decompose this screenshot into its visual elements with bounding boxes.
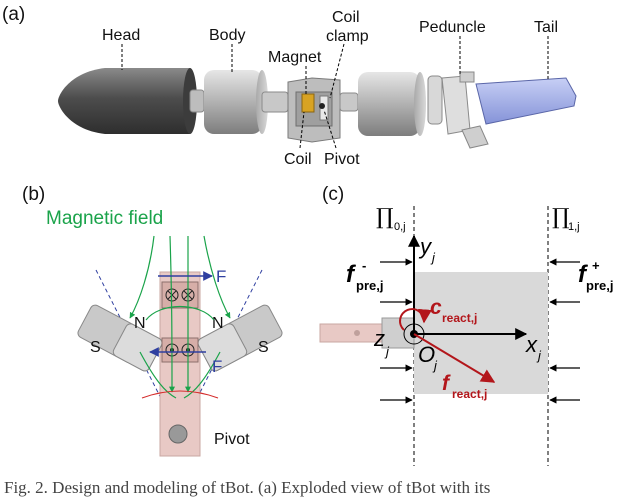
panel-c-label: (c): [322, 184, 344, 205]
body-rim-2: [414, 72, 426, 136]
swing-arc: [141, 390, 219, 399]
peduncle-foot: [461, 125, 489, 149]
plane-left-sub: 0,j: [394, 221, 406, 233]
tail-fin: [475, 77, 577, 125]
label-coil-clamp-line1: Coil: [332, 9, 360, 26]
label-head: Head: [102, 27, 140, 44]
connector-head: [189, 89, 205, 113]
plane-right-symbol: ∏: [552, 205, 570, 230]
connector-body: [261, 91, 289, 113]
head-shell: [58, 68, 190, 134]
origin-sub: j: [432, 358, 438, 373]
pivot-point: [319, 103, 325, 109]
preload-arrows-right: [549, 258, 580, 404]
f-pre-left-sub: pre,j: [356, 278, 383, 293]
f-react-sub: react,j: [452, 387, 487, 401]
body-segment: [204, 70, 262, 134]
f-pre-left: f: [346, 261, 356, 288]
f-react-label: f: [442, 372, 451, 395]
pivot-label-b: Pivot: [214, 431, 250, 448]
left-pole-s: S: [90, 339, 101, 356]
f-pre-right: f: [578, 261, 588, 288]
coil-bottom: [161, 337, 199, 363]
y-axis-sub: j: [430, 250, 436, 265]
preload-arrows-left: [380, 258, 413, 404]
peduncle-body: [441, 75, 471, 135]
coil-top: [161, 281, 199, 309]
figure-caption: Fig. 2. Design and modeling of tBot. (a)…: [4, 478, 491, 497]
cone-right: [179, 269, 263, 433]
panel-c: (c) ∏ 0,j ∏ 1,j y j x j z j O j: [319, 184, 613, 466]
force-label-bottom: F: [212, 357, 222, 376]
panel-b-label: (b): [22, 184, 45, 205]
leader-pivot: [323, 109, 337, 149]
f-pre-right-sub: pre,j: [586, 278, 613, 293]
connector-mid: [339, 92, 359, 112]
f-pre-left-sup: -: [362, 258, 366, 273]
c-react-label: c: [430, 296, 442, 319]
peduncle-cap: [459, 71, 475, 83]
c-react-sub: react,j: [442, 311, 477, 325]
magnetic-field-label: Magnetic field: [46, 208, 163, 229]
y-axis-label: y: [418, 234, 433, 259]
link-dot: [354, 330, 360, 336]
reaction-force-arrow: [413, 333, 496, 383]
left-magnet: [77, 304, 163, 372]
pivot-icon: [168, 424, 188, 444]
panel-b: (b) Magnetic field S N N S: [22, 184, 283, 457]
peduncle-ring: [427, 75, 443, 125]
leader-coil-clamp: [329, 43, 345, 99]
origin-label: O: [418, 342, 435, 367]
label-coil: Coil: [284, 151, 312, 168]
x-axis-label: x: [525, 332, 538, 357]
force-label-top: F: [216, 267, 226, 286]
f-pre-right-sup: +: [592, 258, 600, 273]
plane-left-symbol: ∏: [376, 205, 394, 230]
right-pole-n: N: [212, 315, 224, 332]
z-axis-marker: [403, 323, 425, 345]
right-magnet: [197, 304, 283, 372]
label-peduncle: Peduncle: [419, 19, 486, 36]
label-pivot: Pivot: [324, 151, 360, 168]
panel-a: (a): [2, 4, 577, 168]
left-pole-n: N: [134, 315, 146, 332]
x-axis-sub: j: [536, 348, 542, 363]
label-tail: Tail: [534, 19, 558, 36]
reaction-moment-arrow: [399, 308, 432, 331]
field-lines: [129, 235, 231, 399]
right-pole-s: S: [258, 339, 269, 356]
leader-coil: [299, 111, 305, 149]
label-body: Body: [209, 27, 245, 44]
z-axis-sub: j: [384, 344, 390, 359]
z-axis-label: z: [373, 326, 385, 351]
cone-left: [95, 269, 179, 433]
panel-a-label: (a): [2, 4, 25, 25]
label-magnet: Magnet: [268, 49, 322, 66]
magnet-part: [301, 93, 315, 113]
plane-right-sub: 1,j: [568, 221, 580, 233]
body-segment-2: [358, 72, 420, 136]
label-coil-clamp-line2: clamp: [326, 28, 369, 45]
